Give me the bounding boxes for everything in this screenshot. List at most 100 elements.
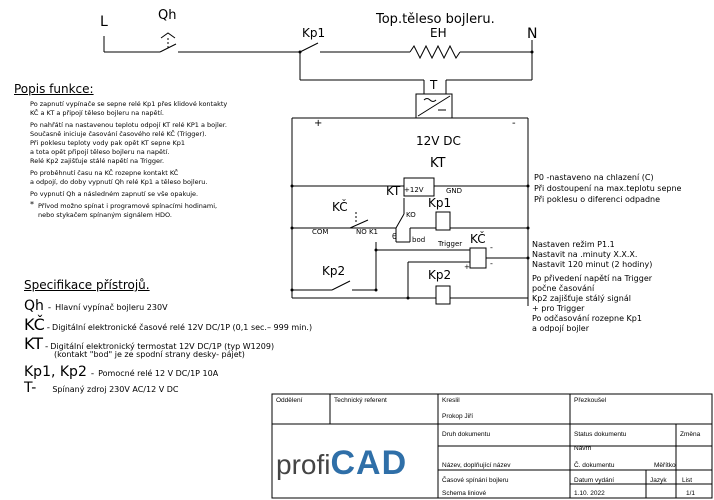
description-line: Při poklesu teploty vody pak opět KT sep… <box>30 139 186 147</box>
qh-handle <box>160 32 176 39</box>
description-line: Po proběhnutí času na KČ rozepne kontakt… <box>30 169 179 177</box>
kc-trigger: Trigger <box>438 240 463 248</box>
qh-label: Qh <box>158 8 177 23</box>
description-line: Po zapnutí vypínače se sepne relé Kp1 př… <box>30 100 228 108</box>
spec-dash: - <box>90 369 95 379</box>
kc-notes: Nastaven režim P1.1 Nastavit na .minuty … <box>532 240 652 270</box>
note-line: Přívod možno spínat i programové spínací… <box>38 202 218 210</box>
tb-nazev-value1: Časové spínání bojleru <box>442 477 509 484</box>
spec-symbol: Qh <box>24 298 44 314</box>
description-line: Po vypnutí Qh a následném zapnutí se vše… <box>30 190 199 198</box>
kp1-top-label: Kp1 <box>302 26 326 40</box>
kt-bod: bod <box>412 236 426 244</box>
tb-list-value: 1/1 <box>686 490 696 497</box>
kc-com: COM <box>312 228 329 236</box>
spec-text: Digitální elektronický termostat 12V DC/… <box>50 342 275 351</box>
spec-symbol: Kp1, Kp2 <box>24 364 87 380</box>
spec-dash: - <box>46 323 51 333</box>
spec-symbol: KČ <box>24 315 45 334</box>
tb-kreslil-value: Prokop Jiří <box>442 413 474 420</box>
note-line: nebo stykačem spínaným signálem HDO. <box>38 211 172 219</box>
tb-prezkousel: Přezkoušel <box>574 397 607 404</box>
description-line: KČ a KT a připojí těleso bojleru na napě… <box>30 109 164 117</box>
spec-item: KČ - Digitální elektronické časové relé … <box>24 315 312 334</box>
tb-datum-value: 1.10. 2022 <box>574 490 605 497</box>
trigger-note: Po odčasování rozepne Kp1 <box>532 314 642 323</box>
spec-item: Qh - Hlavní vypínač bojleru 230V <box>24 298 312 315</box>
kp1-contact-blade <box>299 42 319 53</box>
kt-notes: P0 -nastaveno na chlazení (C) Při dostou… <box>534 172 681 205</box>
psu-t-label: T <box>430 78 438 92</box>
kp2-coil <box>435 285 451 305</box>
trigger-note: počne časování <box>532 284 595 293</box>
description-line: a tota opět připojí těleso bojleru na na… <box>30 148 170 156</box>
specs-heading: Specifikace přístrojů. <box>24 278 150 292</box>
tb-jazyk: Jazyk <box>650 477 667 484</box>
tb-nazev-value2: Schema liniové <box>442 490 487 497</box>
tb-nazev-label: Název, doplňující název <box>442 462 511 469</box>
description-line: a odpojí, do doby vypnutí Qh relé Kp1 a … <box>30 178 208 186</box>
kt-plus12v: +12V <box>404 186 424 194</box>
note-text: Přívod možno spínat i programové spínací… <box>38 202 217 220</box>
psu-diagonal <box>417 95 451 117</box>
spec-item: Kp1, Kp2 - Pomocné relé 12 V DC/1P 10A <box>24 364 312 380</box>
trigger-note: + pro Trigger <box>532 304 585 313</box>
eh-heater-resistor <box>409 44 461 60</box>
kt-contact-label: KT <box>386 184 401 198</box>
kt-ko: KO <box>406 211 416 219</box>
tb-datum-vydani: Datum vydání <box>574 477 615 484</box>
kc-contact-label: KČ <box>332 200 348 214</box>
spec-symbol: KT <box>24 334 44 353</box>
note-star: * <box>30 200 34 209</box>
kc-timer-box <box>469 247 487 269</box>
kc-minus1: - <box>490 243 493 252</box>
tb-zmena: Změna <box>680 431 701 438</box>
spec-item: T- Spínaný zdroj 230V AC/12 V DC <box>24 380 312 396</box>
tb-meritko: Měřítko <box>654 462 676 469</box>
description-heading: Popis funkce: <box>14 82 94 96</box>
eh-label: EH <box>430 26 447 40</box>
kp2-coil-label: Kp2 <box>428 268 452 282</box>
specs-list: Qh - Hlavní vypínač bojleru 230V KČ - Di… <box>24 298 312 396</box>
trigger-note: a odpojí bojler <box>532 324 590 333</box>
description-text: Po zapnutí vypínače se sepne relé Kp1 př… <box>30 100 227 199</box>
kp2-contact-label: Kp2 <box>322 264 346 278</box>
boiler-title: Top.těleso bojleru. <box>376 12 495 27</box>
kc-contact-blade <box>349 219 369 229</box>
tb-list: List <box>682 477 693 484</box>
kt-module-box <box>403 177 435 197</box>
kt-gnd: GND <box>446 187 463 195</box>
trigger-notes: Po přivedení napětí na Trigger počne čas… <box>532 274 652 334</box>
logo-profi-text: profi <box>276 449 331 480</box>
tb-technicky-referent: Technický referent <box>334 397 387 404</box>
spec-text: Pomocné relé 12 V DC/1P 10A <box>98 369 219 378</box>
trigger-note: Kp2 zajišťuje stálý signál <box>532 294 631 303</box>
kt-contact-blade <box>395 213 405 229</box>
psu-minus: - <box>512 118 516 129</box>
trigger-note: Po přivedení napětí na Trigger <box>532 274 653 283</box>
spec-text: Hlavní vypínač bojleru 230V <box>55 303 168 312</box>
psu-plus: + <box>314 118 323 129</box>
tb-oddeleni: Oddělení <box>276 397 303 404</box>
kt-note: P0 -nastaveno na chlazení (C) <box>534 173 654 182</box>
terminal-n: N <box>527 26 538 42</box>
kp2-contact-blade <box>331 280 351 291</box>
tb-kreslil: Kreslil <box>442 397 460 404</box>
psu-voltage: 12V DC <box>416 134 461 148</box>
kt-note: Při dostoupení na max.teplotu sepne <box>534 184 682 193</box>
tb-status-value: Návrh <box>574 445 592 452</box>
terminal-l: L <box>100 14 108 30</box>
kc-note: Nastavit na .minuty X.X.X. <box>532 250 638 259</box>
kc-plus: + <box>464 263 470 271</box>
kc-nok1: NO K1 <box>356 228 379 236</box>
psu-box <box>415 93 453 119</box>
spec-text: Digitální elektronické časové relé 12V D… <box>52 323 313 332</box>
kp1-coil <box>435 211 451 231</box>
kc-note: Nastavit 120 minut (2 hodiny) <box>532 260 653 269</box>
description-line: Současně iniciuje časování časového relé… <box>30 130 207 138</box>
psu-ac-symbol <box>423 98 437 102</box>
spec-dash: - <box>45 342 49 352</box>
kt-theta: θ <box>392 232 397 241</box>
kc-minus2: - <box>490 259 493 268</box>
